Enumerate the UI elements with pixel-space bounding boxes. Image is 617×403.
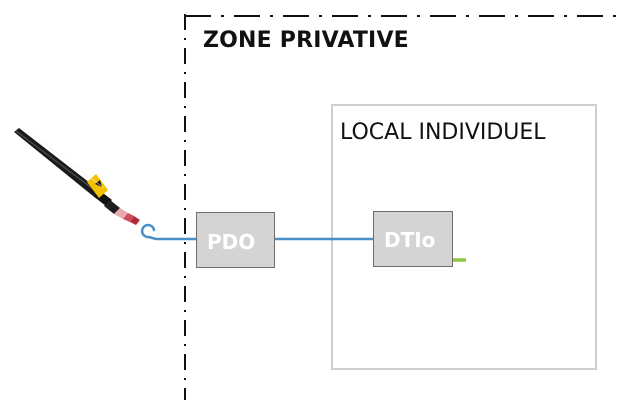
zone-privative-title: ZONE PRIVATIVE	[203, 28, 409, 53]
pdo-label: PDO	[207, 230, 256, 254]
local-individuel-title: LOCAL INDIVIDUEL	[340, 120, 546, 145]
fiber-loop	[140, 223, 198, 241]
dtio-box: DTIo	[373, 211, 453, 267]
pdo-box: PDO	[196, 212, 275, 268]
local-individuel-frame	[331, 104, 597, 370]
fiber-cable-icon	[14, 127, 140, 225]
dtio-label: DTIo	[384, 228, 436, 252]
